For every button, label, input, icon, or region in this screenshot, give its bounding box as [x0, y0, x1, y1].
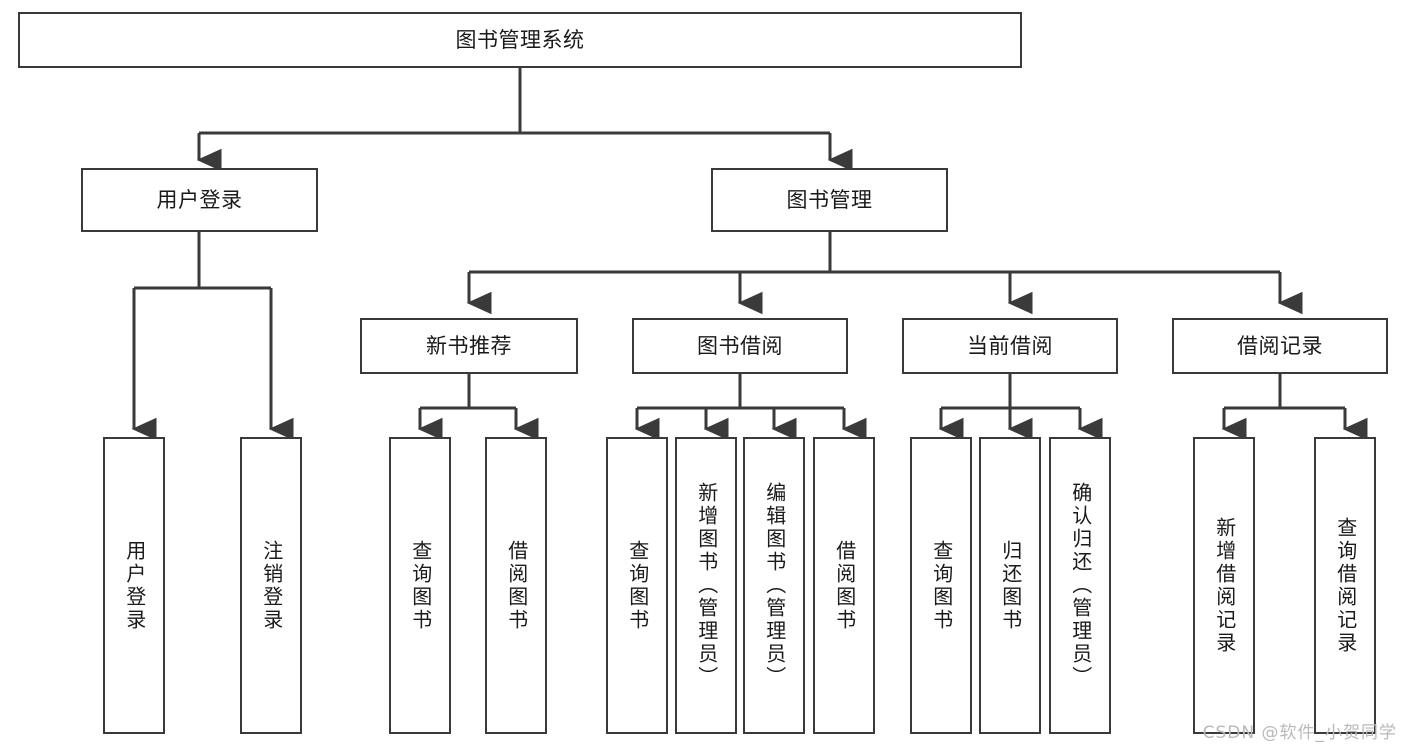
leaf-borrow-borrow-book[interactable]: 借阅图书 [813, 437, 875, 734]
leaf-borrow-edit-book-admin[interactable]: 编辑图书（管理员） [743, 437, 805, 734]
leaf-current-query-book[interactable]: 查询图书 [910, 437, 972, 734]
leaf-record-add-borrow-record[interactable]: 新增借阅记录 [1193, 437, 1255, 734]
leaf-current-confirm-return-admin[interactable]: 确认归还（管理员） [1049, 437, 1111, 734]
node-label: 新增借阅记录 [1212, 516, 1237, 655]
node-label: 图书借阅 [697, 333, 783, 358]
node-label: 注销登录 [259, 539, 284, 632]
node-label: 新书推荐 [426, 333, 512, 358]
node-label: 查询借阅记录 [1333, 516, 1358, 655]
node-new-book-recommend[interactable]: 新书推荐 [360, 318, 578, 374]
node-label: 借阅记录 [1237, 333, 1323, 358]
leaf-logout[interactable]: 注销登录 [240, 437, 302, 734]
leaf-borrow-add-book-admin[interactable]: 新增图书（管理员） [675, 437, 737, 734]
node-book-management[interactable]: 图书管理 [711, 168, 948, 232]
node-label: 编辑图书（管理员） [762, 482, 787, 689]
node-label: 查询图书 [625, 539, 650, 632]
node-label: 图书管理系统 [455, 27, 585, 52]
leaf-current-return-book[interactable]: 归还图书 [979, 437, 1041, 734]
node-root-book-management-system[interactable]: 图书管理系统 [18, 12, 1022, 68]
node-current-borrow[interactable]: 当前借阅 [902, 318, 1118, 374]
node-label: 查询图书 [408, 539, 433, 632]
leaf-user-login[interactable]: 用户登录 [103, 437, 165, 734]
node-book-borrow[interactable]: 图书借阅 [632, 318, 848, 374]
node-label: 归还图书 [998, 539, 1023, 632]
watermark: CSDN @软件_小贺同学 [1202, 723, 1397, 743]
node-user-login[interactable]: 用户登录 [81, 168, 318, 232]
leaf-borrow-query-book[interactable]: 查询图书 [606, 437, 668, 734]
node-borrow-record[interactable]: 借阅记录 [1172, 318, 1388, 374]
node-label: 确认归还（管理员） [1068, 482, 1093, 689]
node-label: 借阅图书 [832, 539, 857, 632]
node-label: 图书管理 [786, 187, 873, 212]
leaf-new-book-borrow[interactable]: 借阅图书 [485, 437, 547, 734]
leaf-new-book-query[interactable]: 查询图书 [389, 437, 451, 734]
node-label: 用户登录 [122, 539, 147, 632]
node-label: 借阅图书 [504, 539, 529, 632]
node-label: 查询图书 [929, 539, 954, 632]
node-label: 用户登录 [156, 187, 243, 212]
node-label: 新增图书（管理员） [694, 482, 719, 689]
node-label: 当前借阅 [967, 333, 1053, 358]
leaf-record-query-borrow-record[interactable]: 查询借阅记录 [1314, 437, 1376, 734]
